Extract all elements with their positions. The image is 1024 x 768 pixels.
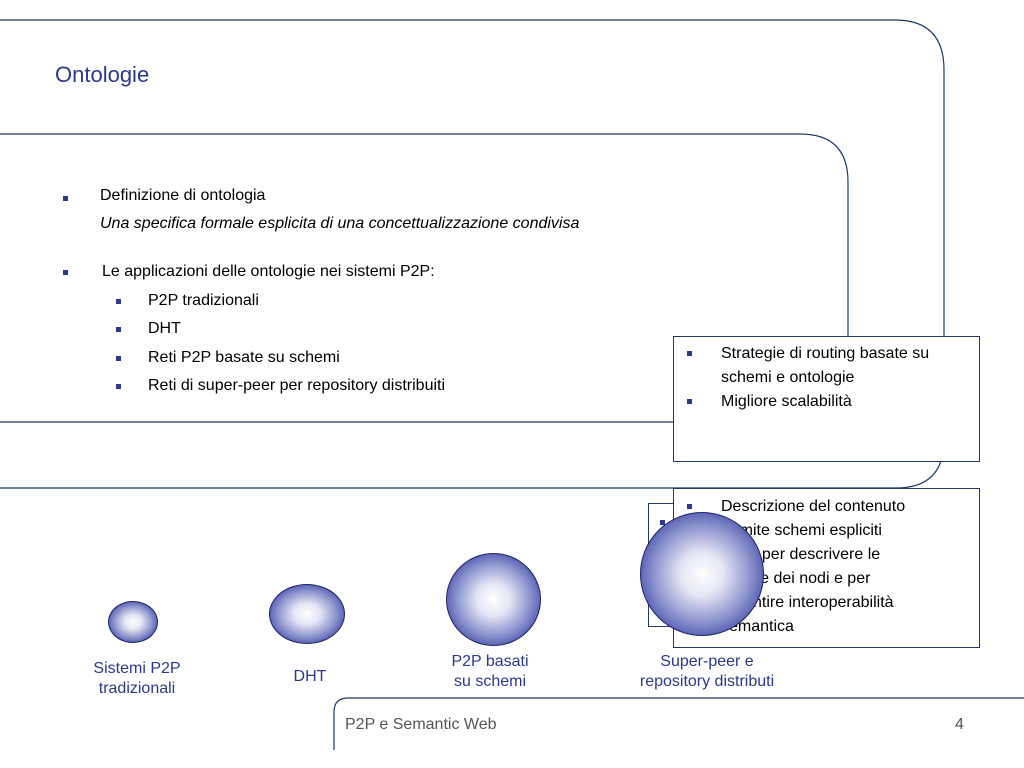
bullet-square-icon (687, 351, 692, 356)
bullet-square-icon (116, 327, 121, 332)
callout-item: Descrizione del contenuto tramite schemi… (674, 495, 979, 543)
applications-heading: Le applicazioni delle ontologie nei sist… (102, 263, 435, 280)
application-item: Reti di super-peer per repository distri… (148, 377, 446, 394)
slide-title: Ontologie (55, 62, 150, 87)
page-number: 4 (955, 716, 964, 733)
application-item: DHT (148, 320, 181, 337)
definition-heading: Definizione di ontologia (100, 187, 266, 204)
circle-super-peer (640, 512, 764, 636)
callout-item: Migliore scalabilità (674, 390, 979, 414)
footer-title: P2P e Semantic Web (345, 716, 497, 733)
circle-dht (269, 584, 345, 644)
callout-text: Strategie di routing basate su schemi e … (721, 345, 930, 386)
circle-label: DHT (293, 668, 327, 685)
bullet-square-icon (687, 399, 692, 404)
application-item: P2P tradizionali (148, 292, 259, 309)
callout-text: tramite schemi espliciti (721, 522, 882, 539)
bullet-square-icon (116, 356, 121, 361)
callout-item: Strategie di routing basate su schemi e … (674, 342, 979, 390)
callout-text: Migliore scalabilità (721, 393, 852, 410)
bullet-square-icon (687, 504, 692, 509)
bullet-square-icon (116, 384, 121, 389)
bullet-square-icon (63, 196, 68, 201)
bullet-square-icon (116, 299, 121, 304)
bullet-square-icon (660, 520, 665, 525)
bullet-square-icon (63, 270, 68, 275)
circle-schema-based (446, 553, 541, 646)
callout-text: garantire interoperabilità (721, 594, 894, 611)
circle-p2p-traditional (108, 601, 158, 643)
routing-callout: Strategie di routing basate su schemi e … (673, 336, 980, 462)
definition-text: Una specifica formale esplicita di una c… (100, 215, 580, 232)
callout-text: Descrizione del contenuto (721, 498, 906, 515)
application-item: Reti P2P basate su schemi (148, 349, 340, 366)
